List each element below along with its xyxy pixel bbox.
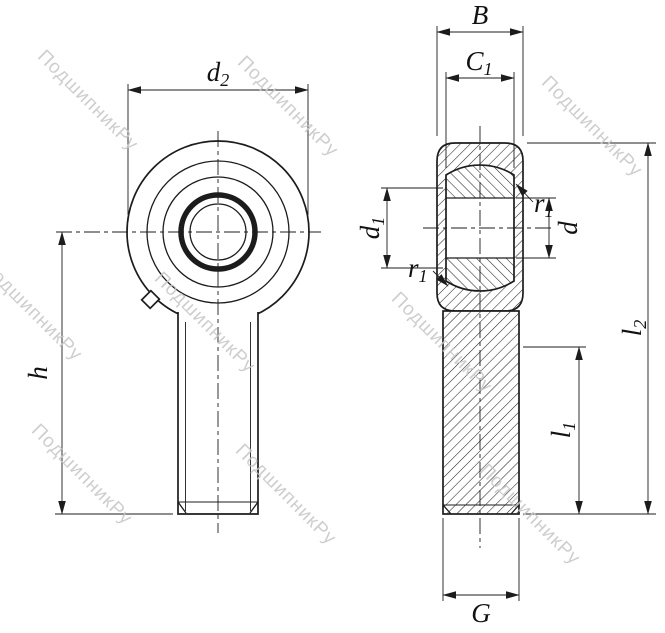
dim-main: d: [553, 221, 583, 235]
grease-nipple: [140, 289, 161, 310]
dim-sub: 1: [484, 59, 493, 79]
dim-label-d: d: [553, 221, 583, 235]
dim-sub: 1: [368, 217, 388, 226]
dim-main: r: [408, 253, 419, 283]
dim-label-B: B: [472, 0, 489, 30]
chamfer-edge: [249, 501, 259, 514]
dim-label-C1: C1: [465, 46, 492, 79]
ball-hatch-top: [446, 165, 514, 198]
dim-main: l: [546, 431, 576, 439]
grease-nipple-body: [140, 289, 161, 310]
dim-main: d: [207, 57, 221, 87]
dimension-r1-bottom: r1: [408, 253, 449, 287]
dim-sub: 1: [559, 422, 579, 431]
dim-label-r1-bottom: r1: [408, 253, 428, 286]
dim-label-h: h: [23, 366, 53, 380]
dim-main: d: [355, 225, 385, 239]
dim-label-r1-top: r1: [534, 188, 554, 221]
ball-outline: [445, 164, 515, 292]
dim-main: h: [23, 366, 53, 380]
dim-label-d1: d1: [355, 217, 388, 240]
chamfer-edge: [177, 501, 187, 514]
section-view: [423, 126, 551, 548]
leader-line: [432, 270, 449, 287]
dimension-d2: d2: [127, 57, 309, 215]
front-view: [56, 131, 321, 533]
dim-label-d2: d2: [207, 57, 230, 90]
dimension-d: d: [516, 197, 583, 259]
dimension-C1: C1: [445, 46, 515, 168]
dim-sub: 2: [630, 320, 650, 329]
dim-main: C: [465, 46, 484, 76]
dim-label-G: G: [471, 598, 491, 628]
dim-main: G: [471, 598, 491, 628]
dimension-G: G: [442, 518, 520, 628]
dimension-l2: l2: [523, 142, 656, 515]
dimension-l1: l1: [523, 346, 586, 515]
dim-main: r: [534, 188, 545, 218]
dim-sub: 1: [419, 266, 428, 286]
dimension-h: h: [23, 231, 173, 515]
dim-main: l: [617, 329, 647, 337]
dimension-d1: d1: [355, 187, 443, 269]
dim-sub: 1: [545, 201, 554, 221]
leader-line: [515, 183, 534, 203]
dimension-B: B: [436, 0, 524, 136]
chamfer-edge: [510, 504, 520, 515]
shank-hatch: [443, 311, 519, 514]
dim-label-l1: l1: [546, 422, 579, 439]
dim-label-l2: l2: [617, 320, 650, 337]
dim-sub: 2: [220, 70, 229, 90]
chamfer-edge: [442, 504, 452, 515]
dim-main: B: [472, 0, 489, 30]
dimension-r1-top: r1: [515, 183, 554, 221]
